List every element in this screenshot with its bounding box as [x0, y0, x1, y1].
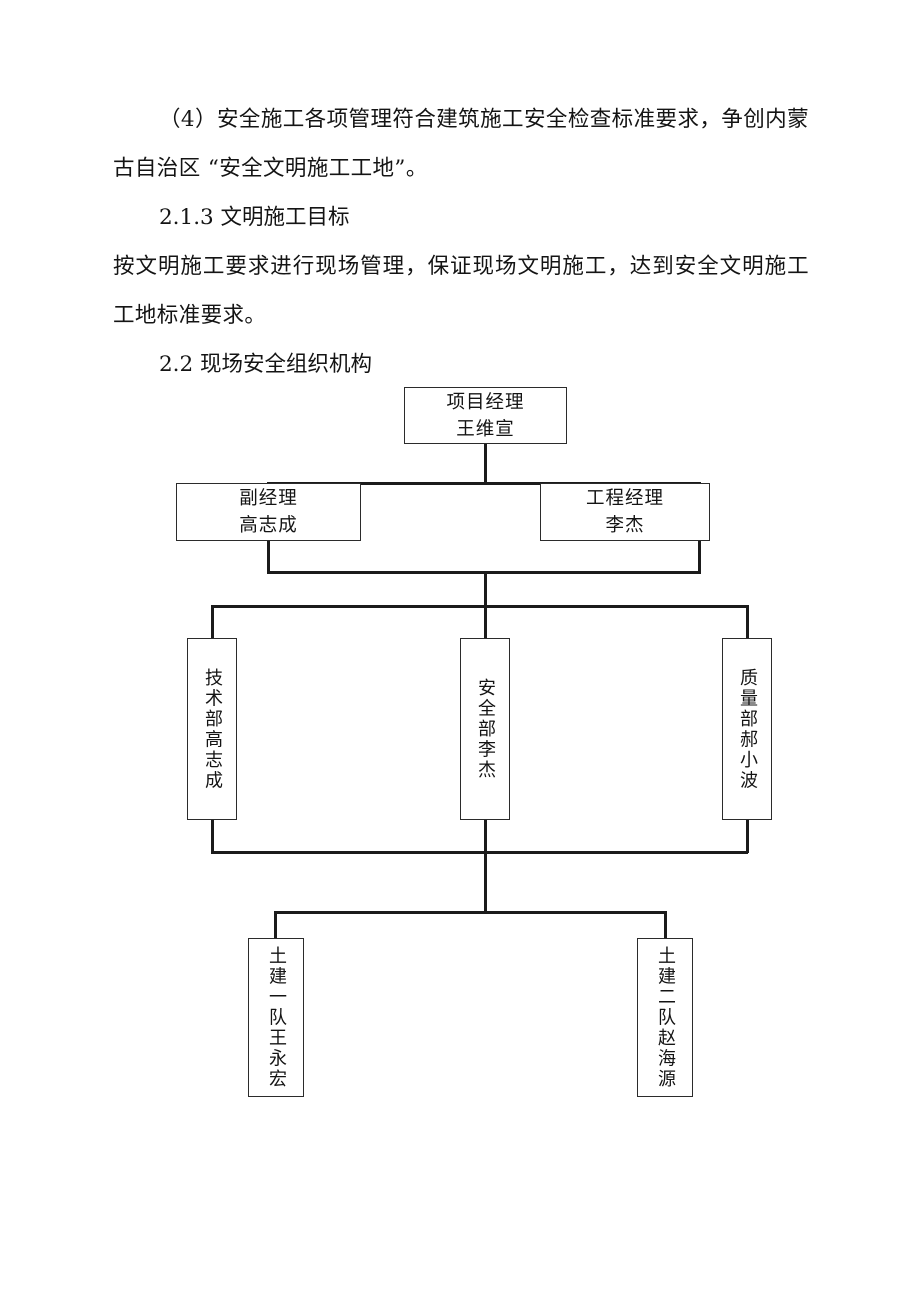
org-node-role: 项目经理: [446, 391, 525, 413]
org-node-label: 土建一队王永宏: [266, 945, 287, 1090]
org-node-quality-department: 质量部郝小波: [722, 638, 772, 820]
connector-level2-bus: [267, 482, 701, 485]
heading-2-1-3: 2.1.3 文明施工目标: [159, 205, 350, 230]
connector-pm-stem: [484, 444, 487, 483]
connector-engmgr-down: [698, 541, 701, 573]
connector-quality-down: [746, 820, 749, 853]
connector-level4-bus: [274, 911, 667, 914]
connector-level4-stem: [484, 851, 487, 913]
org-node-safety-department: 安全部李杰: [460, 638, 510, 820]
paragraph-safety-goal: （4）安全施工各项管理符合建筑施工安全检查标准要求，争创内蒙古自治区 “安全文明…: [113, 107, 809, 181]
org-node-name: 李杰: [605, 515, 645, 536]
connector-level3-drop-right: [746, 605, 749, 639]
org-node-role: 副经理: [239, 488, 298, 509]
connector-level2-drop-right: [698, 482, 701, 485]
org-node-engineering-manager: 工程经理 李杰: [540, 483, 710, 541]
org-node-name: 王维宣: [456, 418, 515, 440]
org-node-technical-department: 技术部高志成: [187, 638, 237, 820]
org-node-label: 质量部郝小波: [737, 667, 758, 791]
org-node-civil-team-1: 土建一队王永宏: [248, 938, 304, 1097]
org-node-project-manager: 项目经理 王维宣: [404, 387, 567, 444]
org-node-label: 技术部高志成: [202, 667, 223, 791]
connector-level3-drop-left: [211, 605, 214, 639]
text-block-middle: 2.1.3 文明施工目标 按文明施工要求进行现场管理，保证现场文明施工，达到安全…: [113, 193, 809, 389]
connector-level3-bus: [211, 605, 748, 608]
org-node-label: 土建二队赵海源: [655, 945, 676, 1090]
paragraph-civilized-construction: 按文明施工要求进行现场管理，保证现场文明施工，达到安全文明施工工地标准要求。: [113, 254, 809, 328]
org-node-deputy-manager: 副经理 高志成: [176, 483, 361, 541]
connector-safety-down: [484, 820, 487, 853]
connector-level3-merge-bus: [211, 851, 748, 854]
connector-level2-drop-left: [267, 482, 270, 485]
connector-deputy-down: [267, 541, 270, 573]
connector-technical-down: [211, 820, 214, 853]
connector-level3-stem: [484, 571, 487, 608]
org-node-label: 安全部李杰: [475, 677, 496, 781]
heading-2-2: 2.2 现场安全组织机构: [159, 352, 373, 377]
connector-level4-drop-left: [274, 911, 277, 939]
connector-level3-drop-mid: [484, 605, 487, 639]
org-node-role: 工程经理: [585, 488, 664, 509]
org-node-name: 高志成: [239, 515, 298, 536]
connector-level4-drop-right: [664, 911, 667, 939]
connector-level2-merge-bus: [267, 571, 701, 574]
org-node-civil-team-2: 土建二队赵海源: [637, 938, 693, 1097]
text-block-top: （4）安全施工各项管理符合建筑施工安全检查标准要求，争创内蒙古自治区 “安全文明…: [113, 95, 809, 193]
